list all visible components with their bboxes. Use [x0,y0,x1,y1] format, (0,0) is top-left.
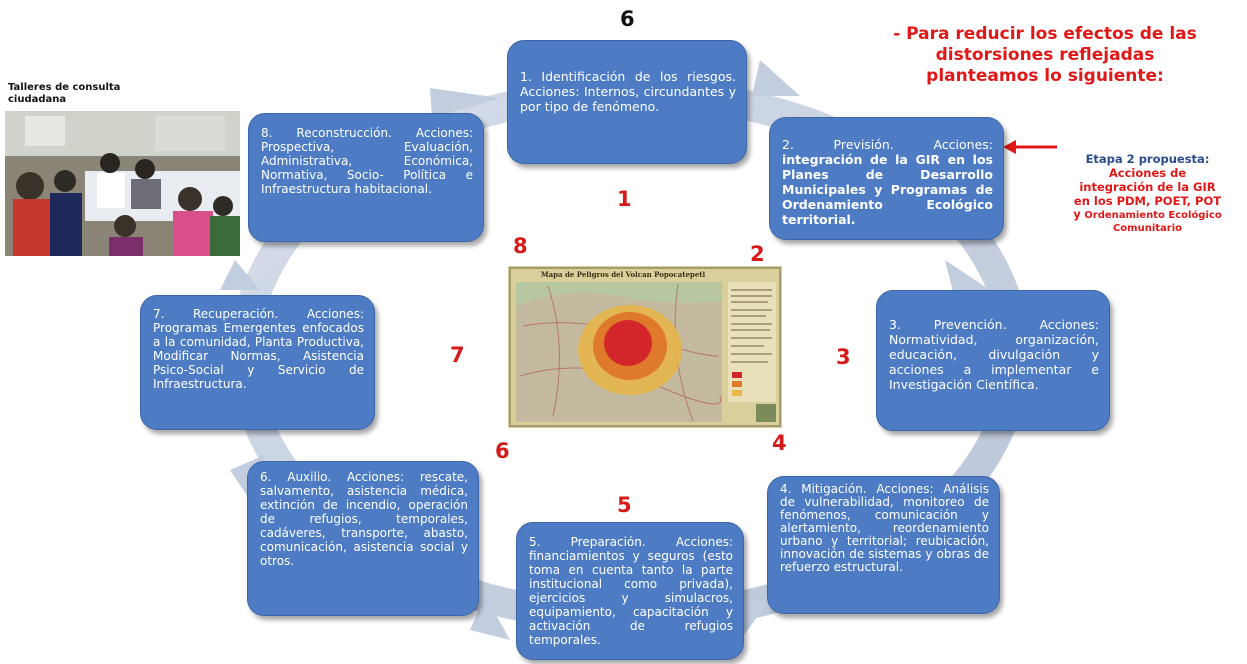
heading-line3: planteamos lo siguiente: [926,66,1164,86]
cycle-arrowhead [220,260,260,290]
map-title: Mapa de Peligros del Volcan Popocatepetl [541,270,706,279]
number-3: 3 [836,345,851,369]
stage-box-4-text: 4. Mitigación. Acciones: Análisis de vul… [780,482,989,574]
stage-box-2-body: integración de la GIR en los Planes de D… [782,152,993,227]
stage2-line1-rest: propuesta: [1134,152,1210,166]
photo-label-line2: ciudadana [8,94,67,105]
stage-box-7-text: 7. Recuperación. Acciones: Programas Eme… [153,307,364,391]
heading-line1: - Para reducir los efectos de las [893,24,1197,44]
stage-box-8-reconstruccion: 8. Reconstrucción. Acciones: Prospectiva… [248,113,484,242]
stage-box-2-prevision: 2. Previsión. Acciones: integración de l… [769,117,1004,240]
heading: - Para reducir los efectos de las distor… [866,24,1224,87]
cycle-arrowhead [752,60,800,96]
number-7: 7 [450,343,465,367]
stage2-line5-y: y [1073,207,1081,221]
arrow-left-icon [1003,140,1057,154]
volcano-hazard-map: Mapa de Peligros del Volcan Popocatepetl [508,266,782,428]
stage2-line2: Acciones de [1108,166,1187,180]
heading-line2: distorsiones reflejadas [935,45,1155,65]
stage-box-3-prevencion: 3. Prevención. Acciones: Normatividad, o… [876,290,1110,431]
cycle-arrowhead [470,595,510,640]
number-4: 4 [772,431,787,455]
stage-box-6-text: 6. Auxilio. Acciones: rescate, salvament… [260,470,468,568]
top-number: 6 [620,7,635,31]
stage-box-5-text: 5. Preparación. Acciones: financiamiento… [529,535,733,647]
number-2: 2 [750,242,765,266]
stage2-line6: Comunitario [1112,223,1183,234]
stage-box-4-mitigacion: 4. Mitigación. Acciones: Análisis de vul… [767,476,1000,614]
stage2-prefix: Etapa 2 [1085,152,1135,166]
consultation-photo [5,111,240,256]
photo-label-line1: Talleres de consulta [8,82,121,93]
stage2-line3: integración de la GIR [1079,180,1216,194]
stage-box-6-auxilio: 6. Auxilio. Acciones: rescate, salvament… [247,461,479,616]
stage2-line5-rest: Ordenamiento Ecológico [1080,210,1222,221]
photo-label: Talleres de consulta ciudadana [8,82,120,106]
number-5: 5 [617,493,632,517]
stage-box-8-text: 8. Reconstrucción. Acciones: Prospectiva… [261,126,473,196]
stage-box-5-preparacion: 5. Preparación. Acciones: financiamiento… [516,522,744,660]
stage-box-2-lead: 2. Previsión. Acciones: [782,137,993,152]
stage-box-1-identificacion: 1. Identificación de los riesgos. Accion… [507,40,747,164]
stage-box-1-text: 1. Identificación de los riesgos. Accion… [520,69,736,114]
cycle-arrowhead [430,88,500,118]
stage-box-3-text: 3. Prevención. Acciones: Normatividad, o… [889,317,1099,392]
number-1: 1 [617,187,632,211]
stage2-note: Etapa 2 propuesta: Acciones de integraci… [1050,152,1245,235]
stage2-line4: en los PDM, POET, POT [1073,194,1222,208]
stage-box-7-recuperacion: 7. Recuperación. Acciones: Programas Eme… [140,295,375,430]
number-8: 8 [513,234,528,258]
number-6: 6 [495,439,510,463]
